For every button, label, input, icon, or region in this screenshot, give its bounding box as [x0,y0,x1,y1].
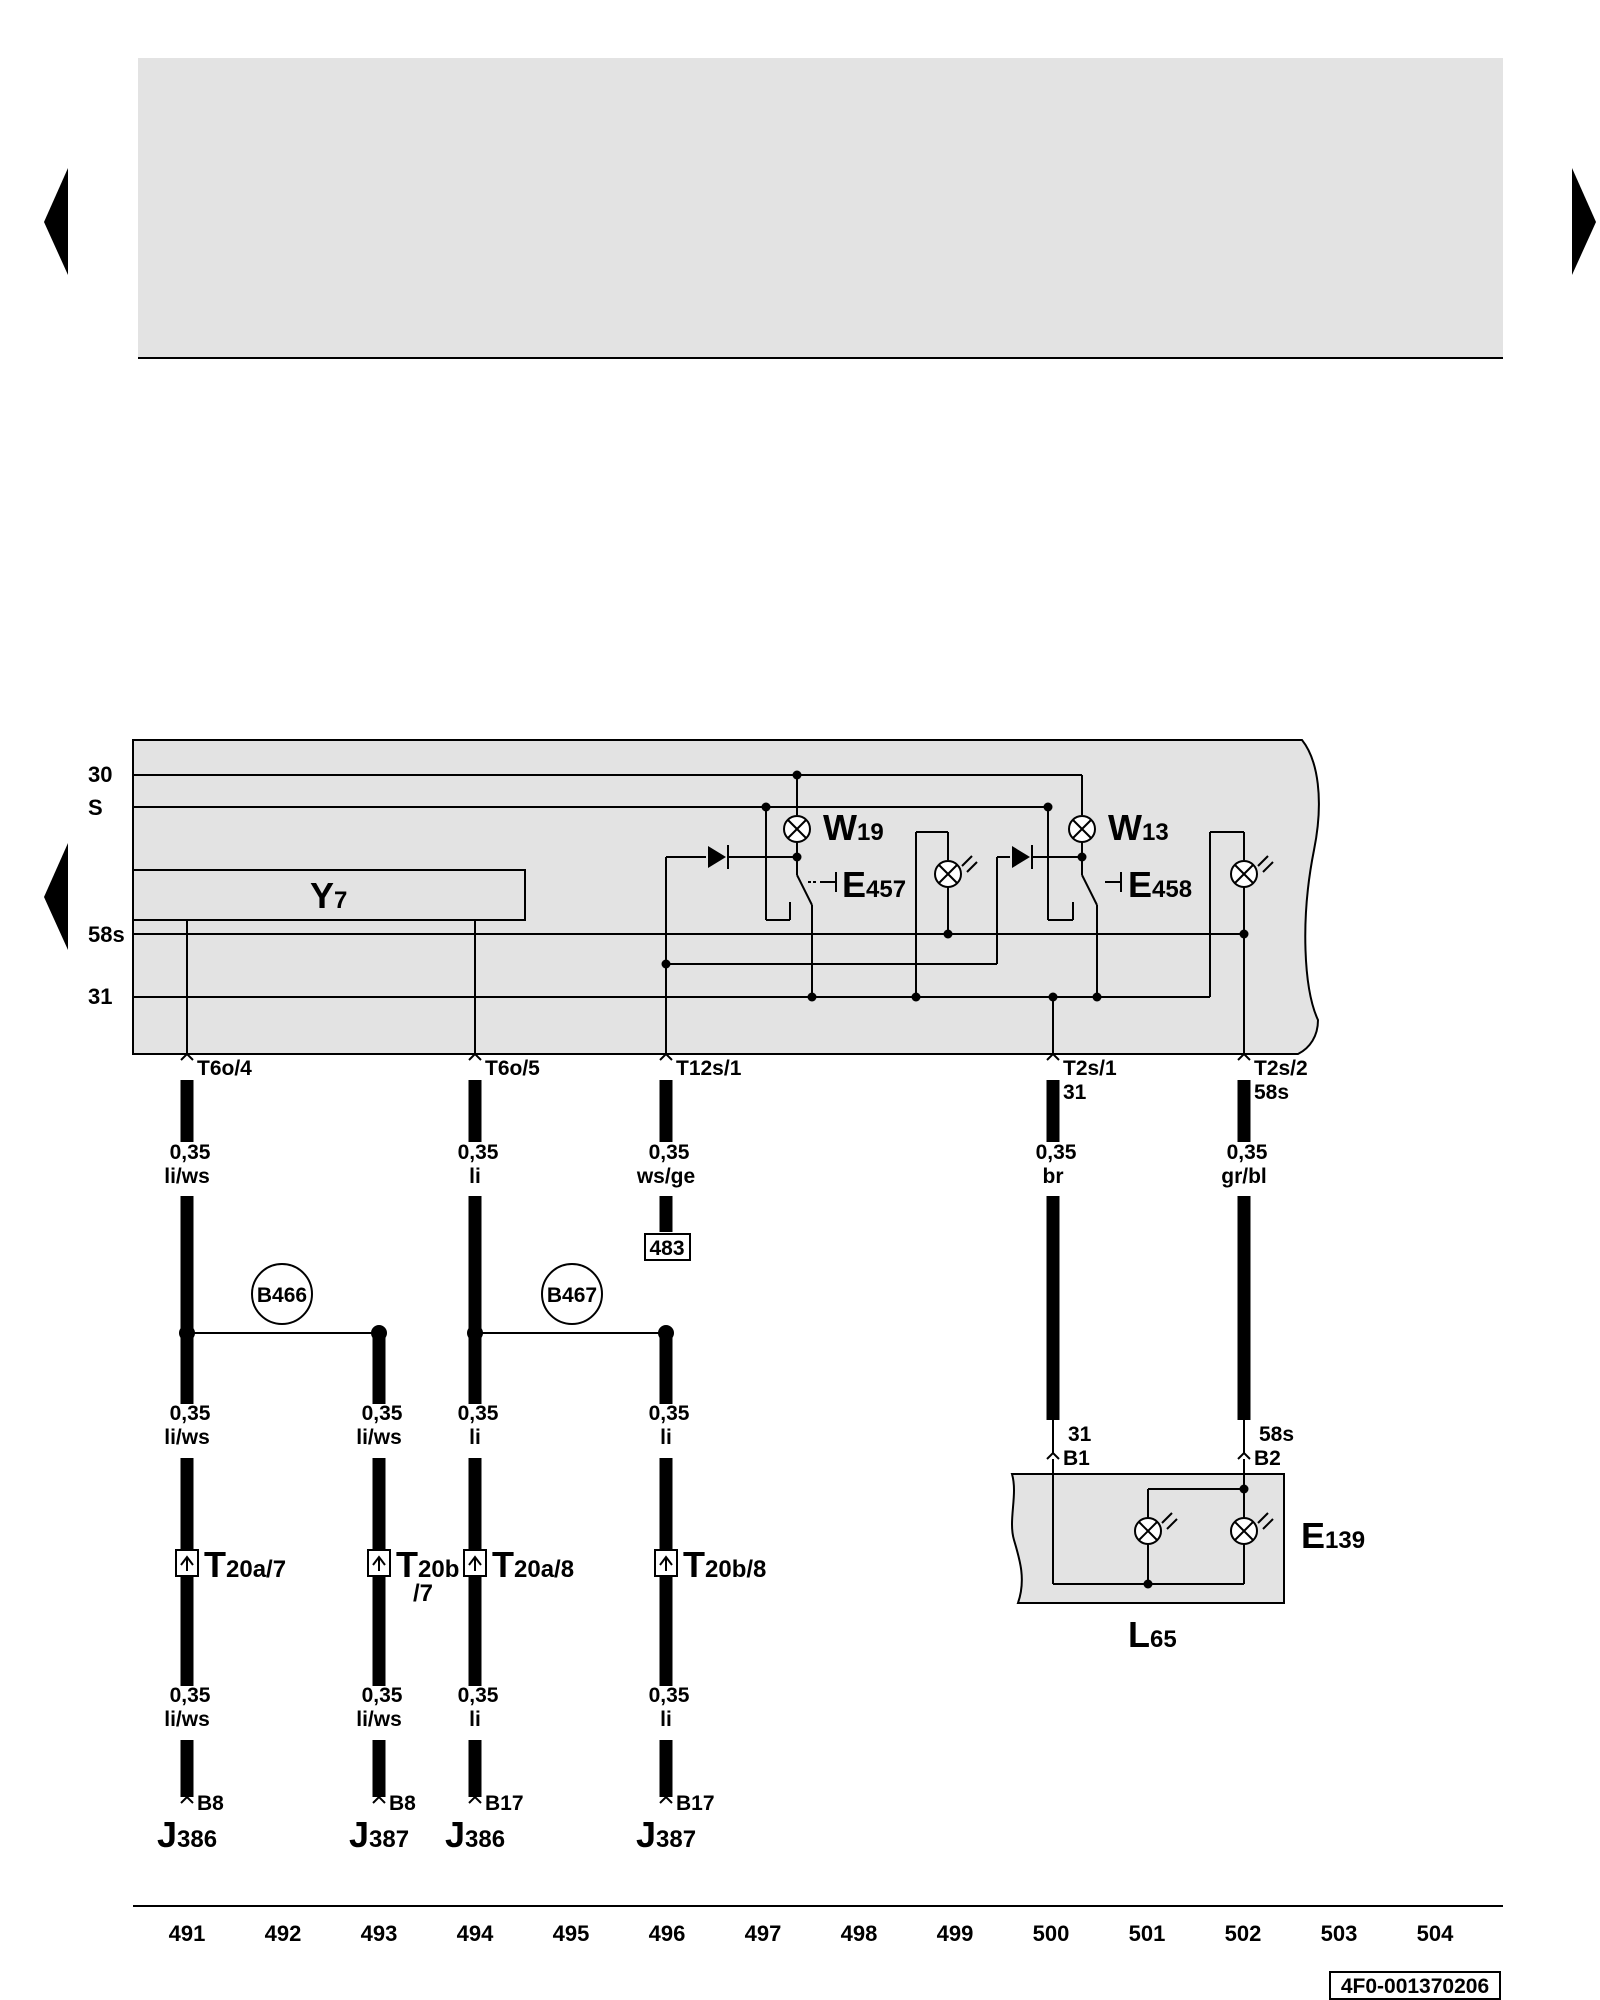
wire-color-491c: li/ws [164,1708,210,1731]
connector-t12s1-label: T12s/1 [676,1057,742,1080]
track-number: 491 [169,1921,206,1946]
wire-size-491a: 0,35 [170,1141,211,1164]
wire-color-493b: li/ws [356,1426,402,1449]
ground-dot-icon [179,1325,674,1341]
track-number: 503 [1321,1921,1358,1946]
connector-t20b8-label: T20b/8 [683,1544,766,1585]
connector-t6o5-label: T6o/5 [485,1057,540,1080]
rail-s-label: S [88,795,103,820]
endpoint-494-label: J386 [445,1814,505,1855]
e139-label: E139 [1301,1515,1365,1556]
wire-size-494b: 0,35 [458,1402,499,1425]
wire-color-494a: li [469,1165,481,1188]
diode-icon [708,846,726,868]
track-number: 504 [1417,1921,1454,1946]
track-number: 494 [457,1921,494,1946]
connector-t20b7-suffix: /7 [413,1580,433,1607]
endpoint-493-pin: B8 [389,1792,416,1815]
w13-label: W13 [1108,807,1169,848]
endpoint-491-label: J386 [157,1814,217,1855]
connector-t2s2-label: T2s/2 [1254,1057,1308,1080]
diode-icon [1012,846,1030,868]
wire-size-494c: 0,35 [458,1684,499,1707]
wire-size-494a: 0,35 [458,1141,499,1164]
connector-t2s1-term: 31 [1063,1081,1087,1104]
wire-size-496b: 0,35 [649,1402,690,1425]
ground-dot-icon [1143,1484,1249,1589]
wire-color-502: gr/bl [1221,1165,1267,1188]
connector-pin-icon [180,1795,673,1804]
y7-box [132,869,526,921]
connector-t2s2-term: 58s [1254,1081,1289,1104]
wire-color-496c: li [660,1708,672,1731]
splice-b466-label: B466 [257,1284,307,1307]
connector-t6o4-label: T6o/4 [197,1057,252,1080]
wire-color-491b: li/ws [164,1426,210,1449]
wire-size-500: 0,35 [1036,1141,1077,1164]
track-number: 496 [649,1921,686,1946]
endpoint-496-pin: B17 [676,1792,715,1815]
pin-b2-label: B2 [1254,1447,1281,1470]
doc-id-label: 4F0-001370206 [1341,1975,1489,1998]
track-number: 497 [745,1921,782,1946]
wire-color-493c: li/ws [356,1708,402,1731]
track-number: 495 [553,1921,590,1946]
nav-right-arrow-icon[interactable] [1572,168,1596,275]
connector-t2s1-label: T2s/1 [1063,1057,1117,1080]
ref-box-483-label: 483 [649,1237,684,1260]
wire-color-491a: li/ws [164,1165,210,1188]
w19-label: W19 [823,807,884,848]
ref-box-483[interactable] [644,1233,691,1261]
wire-color-494c: li [469,1708,481,1731]
rail-30-label: 30 [88,762,112,787]
track-number: 498 [841,1921,878,1946]
track-number: 499 [937,1921,974,1946]
wire-color-496b: li [660,1426,672,1449]
header-panel [138,58,1503,358]
ground-dot-icon [661,770,1249,1002]
track-number: 501 [1129,1921,1166,1946]
component-panel [132,739,1320,1055]
wire-size-493b: 0,35 [362,1402,403,1425]
pin-b2-term: 58s [1259,1423,1294,1446]
track-number: 500 [1033,1921,1070,1946]
wire-size-496a: 0,35 [649,1141,690,1164]
e458-label: E458 [1128,864,1192,905]
rail-31-label: 31 [88,984,112,1009]
endpoint-496-label: J387 [636,1814,696,1855]
endpoint-494-pin: B17 [485,1792,524,1815]
track-numbers: 491 492 493 494 495 496 497 498 499 500 501 502 503 5… [169,1921,1454,1946]
wire-size-491c: 0,35 [170,1684,211,1707]
y7-label: Y7 [310,875,347,916]
e457-label: E457 [842,864,906,905]
splice-circle-icon [251,1263,313,1325]
rail-58s-label: 58s [88,922,125,947]
wire-color-500: br [1043,1165,1064,1188]
splice-circle-icon [541,1263,603,1325]
l65-label: L65 [1128,1614,1177,1655]
pin-b1-label: B1 [1063,1447,1090,1470]
endpoint-491-pin: B8 [197,1792,224,1815]
wire-color-494b: li [469,1426,481,1449]
wire-size-491b: 0,35 [170,1402,211,1425]
connector-t20b7-label: T20b [396,1544,459,1585]
track-number: 493 [361,1921,398,1946]
connector-pin-icon [180,1052,1251,1061]
track-number: 502 [1225,1921,1262,1946]
connector-t20a7-label: T20a/7 [204,1544,286,1585]
nav-left-arrow-icon[interactable] [44,843,68,950]
wire-size-496c: 0,35 [649,1684,690,1707]
connector-pin-icon [175,1549,678,1577]
wire-size-502: 0,35 [1227,1141,1268,1164]
endpoint-493-label: J387 [349,1814,409,1855]
wire-color-496a: ws/ge [636,1165,695,1188]
nav-left-arrow-icon[interactable] [44,168,68,275]
track-number: 492 [265,1921,302,1946]
pin-b1-term: 31 [1068,1423,1092,1446]
wire-size-493c: 0,35 [362,1684,403,1707]
splice-b467-label: B467 [547,1284,597,1307]
connector-t20a8-label: T20a/8 [492,1544,574,1585]
doc-id-box [1329,1971,1501,2000]
